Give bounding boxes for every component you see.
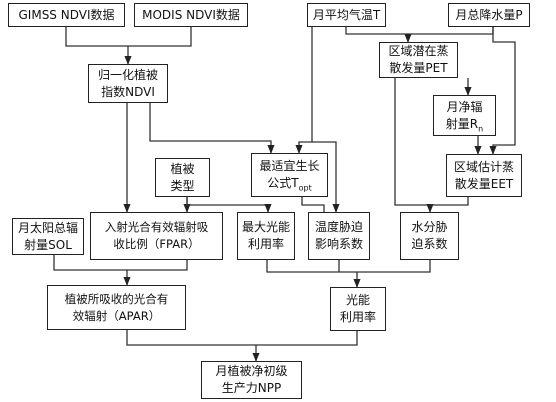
- node-apar-line-2: 效辐射（APAR）: [72, 308, 161, 323]
- edge-gimss-ndvi: [65, 27, 128, 47]
- edge-precip-eet: [489, 27, 516, 155]
- node-veg-line-1: 植被: [170, 161, 195, 176]
- edge-sol-apar: [53, 255, 127, 271]
- node-apar: 植被所吸收的光合有 效辐射（APAR）: [47, 285, 186, 330]
- node-ndvi-line-1: 归一化植被: [97, 67, 158, 82]
- node-sol-line-1: 月太阳总辐: [17, 220, 78, 235]
- node-wstress-line-2: 迫系数: [411, 237, 448, 251]
- node-lue: 光能 利用率: [330, 287, 386, 331]
- node-fpar-line-2: 收比例（FPAR）: [113, 237, 200, 251]
- node-ndvi: 归一化植被 指数NDVI: [88, 64, 168, 103]
- node-veg-line-2: 类型: [170, 178, 195, 193]
- node-sol: 月太阳总辐 射量SOL: [12, 218, 84, 255]
- node-fpar-line-1: 入射光合有效辐射吸: [104, 220, 209, 234]
- edge-temp-tstress: [312, 141, 340, 213]
- node-npp: 月植被净初级 生产力NPP: [201, 361, 302, 399]
- node-emax-line-2: 利用率: [247, 237, 284, 251]
- node-pet: 区域潜在蒸 散发量PET: [379, 42, 458, 78]
- node-temp: 月平均气温T: [307, 3, 386, 27]
- node-npp-line-1: 月植被净初级: [215, 364, 288, 378]
- node-lue-line-1: 光能: [345, 293, 370, 307]
- node-rn-subscript: n: [478, 123, 484, 133]
- node-rn-line-1: 月净辐: [446, 99, 483, 114]
- edge-apar-npp: [126, 330, 256, 346]
- node-eet: 区域估计蒸 散发量EET: [446, 154, 522, 197]
- edge-precip-pet: [408, 27, 494, 35]
- node-topt-line-1: 最适宜生长: [259, 159, 320, 173]
- edge-lue-npp: [256, 331, 358, 346]
- node-pet-line-1: 区域潜在蒸: [388, 44, 449, 58]
- node-emax-line-1: 最大光能: [241, 220, 290, 234]
- edge-modis-ndvi: [128, 27, 192, 47]
- node-ndvi-line-2: 指数NDVI: [101, 84, 155, 99]
- node-apar-line-1: 植被所吸收的光合有: [64, 291, 169, 306]
- node-precip-line-1: 月总降水量P: [455, 7, 523, 22]
- edge-pet-wstress: [394, 78, 434, 213]
- edge-ndvi-topt: [149, 103, 275, 154]
- node-modis-line-1: MODIS NDVI数据: [142, 7, 240, 22]
- node-topt-subscript: opt: [298, 183, 312, 193]
- node-water-stress: 水分胁 迫系数: [400, 212, 459, 260]
- node-precip: 月总降水量P: [448, 3, 530, 27]
- node-veg-type: 植被 类型: [155, 158, 210, 197]
- node-topt-line-2: 公式Topt: [267, 175, 311, 192]
- edge-fpar-apar: [127, 260, 188, 271]
- node-eet-line-2: 散发量EET: [454, 176, 514, 191]
- node-wstress-line-1: 水分胁: [411, 220, 448, 234]
- node-modis-ndvi: MODIS NDVI数据: [134, 3, 248, 27]
- node-eet-line-1: 区域估计蒸: [453, 159, 514, 174]
- edge-wstress-lue: [357, 260, 431, 273]
- edge-temp-pet: [345, 26, 412, 43]
- edge-temp-topt: [295, 26, 313, 154]
- node-topt-line-2-text: 公式T: [267, 176, 299, 190]
- node-temp-line-1: 月平均气温T: [312, 7, 381, 22]
- node-lue-line-2: 利用率: [339, 310, 376, 324]
- node-gimss-line-1: GIMSS NDVI数据: [18, 7, 115, 22]
- node-npp-line-2: 生产力NPP: [221, 381, 282, 395]
- node-rn-line-2: 射量Rn: [446, 116, 483, 133]
- edge-eet-wstress: [430, 197, 469, 206]
- edge-veg-emax: [186, 197, 272, 213]
- node-pet-line-2: 散发量PET: [389, 61, 448, 75]
- node-gimss-ndvi: GIMSS NDVI数据: [8, 3, 125, 27]
- node-temp-stress: 温度胁迫 影响系数: [308, 212, 370, 260]
- node-emax: 最大光能 利用率: [237, 212, 295, 260]
- node-tstress-line-2: 影响系数: [314, 237, 363, 251]
- node-rn: 月净辐 射量Rn: [433, 95, 496, 136]
- node-fpar: 入射光合有效辐射吸 收比例（FPAR）: [90, 212, 223, 260]
- node-tstress-line-1: 温度胁迫: [314, 220, 363, 234]
- node-topt: 最适宜生长 公式Topt: [251, 153, 328, 197]
- node-rn-line-2-text: 射量R: [445, 116, 479, 131]
- edge-emax-lue: [266, 260, 357, 273]
- edge-topt-tstress: [301, 197, 325, 212]
- node-sol-line-2: 射量SOL: [24, 237, 72, 252]
